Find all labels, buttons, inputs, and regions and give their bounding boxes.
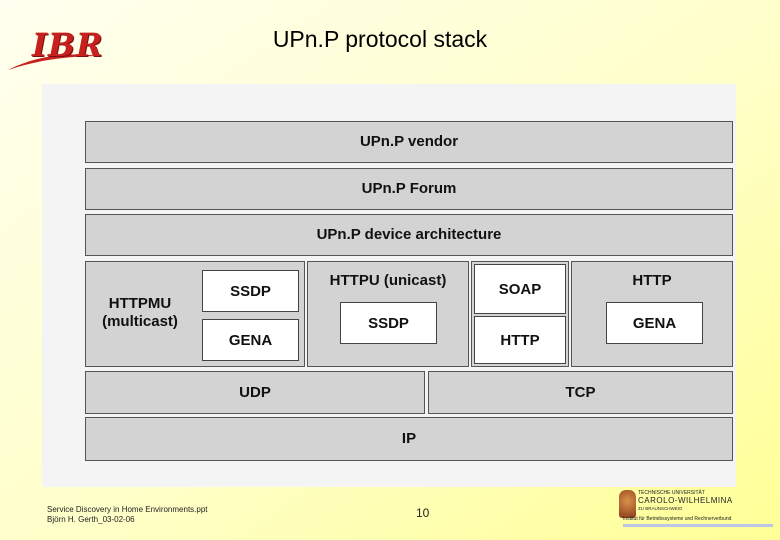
box-gena: GENA	[202, 319, 299, 361]
layer-label: IP	[401, 430, 417, 447]
page-number: 10	[416, 506, 430, 520]
layer-device-architecture: UPn.P device architecture	[85, 214, 733, 256]
slide-title: UPn.P protocol stack	[272, 26, 488, 52]
box-ssdp: SSDP	[202, 270, 299, 312]
httpmu-sublabel: (multicast)	[102, 313, 178, 330]
layer-label: UPn.P vendor	[359, 133, 459, 150]
block-httpu: HTTPU (unicast) SSDP	[307, 261, 469, 367]
layer-label: UDP	[239, 384, 271, 401]
layer-tcp: TCP	[428, 371, 733, 414]
box-gena-http: GENA	[606, 302, 703, 344]
box-http: HTTP	[474, 316, 566, 364]
protocol-stack-diagram: UPn.P vendor UPn.P Forum UPn.P device ar…	[42, 84, 736, 487]
university-name: CAROLO-WILHELMINA	[638, 496, 733, 505]
layer-label: UPn.P device architecture	[316, 226, 502, 243]
httpmu-label: HTTPMU	[108, 295, 172, 312]
footer-info: Service Discovery in Home Environments.p…	[47, 505, 208, 525]
layer-upnp-vendor: UPn.P vendor	[85, 121, 733, 163]
layer-label: UPn.P Forum	[361, 180, 457, 197]
institute-name: Institut für Betriebssysteme und Rechner…	[623, 516, 732, 522]
httpu-label: HTTPU (unicast)	[329, 272, 447, 289]
layer-upnp-forum: UPn.P Forum	[85, 168, 733, 210]
block-httpmu: HTTPMU (multicast) SSDP GENA	[85, 261, 305, 367]
university-top-line: TECHNISCHE UNIVERSITÄT	[638, 490, 705, 496]
footer-author: Björn H. Gerth_03-02-06	[47, 515, 135, 524]
layer-udp: UDP	[85, 371, 425, 414]
layer-label: TCP	[565, 384, 596, 401]
box-ssdp-unicast: SSDP	[340, 302, 437, 344]
block-http: HTTP GENA	[571, 261, 733, 367]
ibr-logo: IBR	[6, 22, 104, 74]
http-label: HTTP	[632, 272, 672, 289]
box-soap: SOAP	[474, 264, 566, 314]
university-logo: TECHNISCHE UNIVERSITÄT CAROLO-WILHELMINA…	[616, 488, 778, 538]
block-soap-http: SOAP HTTP	[471, 261, 569, 367]
logo-swoosh-icon	[8, 54, 100, 70]
university-city: ZU BRAUNSCHWEIG	[638, 506, 683, 511]
university-seal-icon	[619, 490, 636, 518]
footer-filename: Service Discovery in Home Environments.p…	[47, 505, 208, 514]
layer-ip: IP	[85, 417, 733, 461]
logo-text: IBR	[32, 26, 104, 64]
institute-bar	[623, 524, 773, 527]
